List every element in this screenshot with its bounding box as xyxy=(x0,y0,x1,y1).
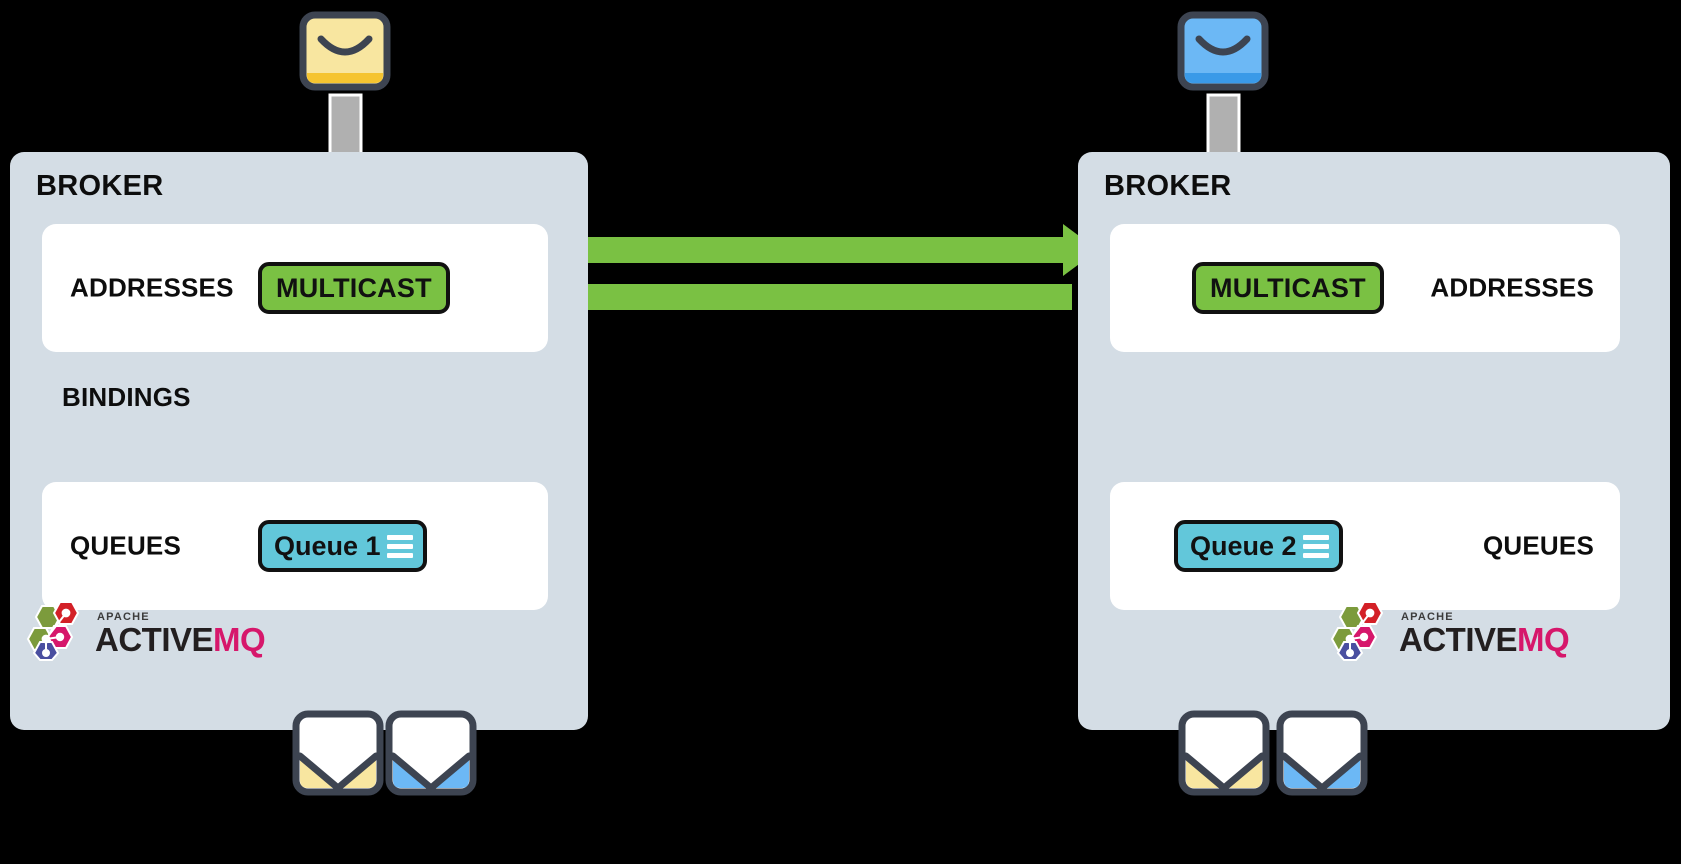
activemq-mq-text: MQ xyxy=(213,621,266,659)
activemq-wordmark: APACHE ACTIVEMQ xyxy=(1399,611,1570,659)
addresses-label-right: ADDRESSES xyxy=(1430,272,1594,303)
activemq-wordmark: APACHE ACTIVEMQ xyxy=(95,611,266,659)
activemq-hexagon-mark-icon xyxy=(26,600,86,667)
broker-title-left: BROKER xyxy=(36,170,164,202)
address-chip-multicast-right[interactable]: MULTICAST xyxy=(1192,262,1384,314)
bindings-label-left: BINDINGS xyxy=(62,382,191,412)
addresses-panel-right: ADDRESSES MULTICAST xyxy=(1110,224,1620,352)
activemq-logo-right: APACHE ACTIVEMQ xyxy=(1330,600,1570,667)
activemq-apache-text: APACHE xyxy=(97,611,150,624)
broker-panel-left: BROKER ADDRESSES MULTICAST BINDINGS QUEU… xyxy=(10,152,588,730)
queue-lines-icon xyxy=(386,534,413,558)
queues-panel-left: QUEUES Queue 1 xyxy=(42,482,548,610)
activemq-apache-text: APACHE xyxy=(1401,611,1454,624)
activemq-active-text: ACTIVE xyxy=(1399,621,1518,659)
address-chip-multicast-left[interactable]: MULTICAST xyxy=(258,262,450,314)
activemq-hexagon-mark-icon xyxy=(1330,600,1390,667)
queue-chip-label-left: Queue 1 xyxy=(274,530,381,561)
activemq-mq-text: MQ xyxy=(1517,621,1570,659)
broker-title-right: BROKER xyxy=(1104,170,1232,202)
queues-label-right: QUEUES xyxy=(1482,530,1594,561)
queue-chip-queue1[interactable]: Queue 1 xyxy=(258,520,427,572)
queues-label-left: QUEUES xyxy=(70,530,182,561)
queues-panel-right: QUEUES Queue 2 xyxy=(1110,482,1620,610)
addresses-panel-left: ADDRESSES MULTICAST xyxy=(42,224,548,352)
queue-lines-icon xyxy=(1302,534,1329,558)
queue-chip-queue2[interactable]: Queue 2 xyxy=(1174,520,1343,572)
activemq-active-text: ACTIVE xyxy=(95,621,214,659)
addresses-label-left: ADDRESSES xyxy=(70,272,234,303)
activemq-logo-left: APACHE ACTIVEMQ xyxy=(26,600,266,667)
queue-chip-label-right: Queue 2 xyxy=(1190,530,1297,561)
